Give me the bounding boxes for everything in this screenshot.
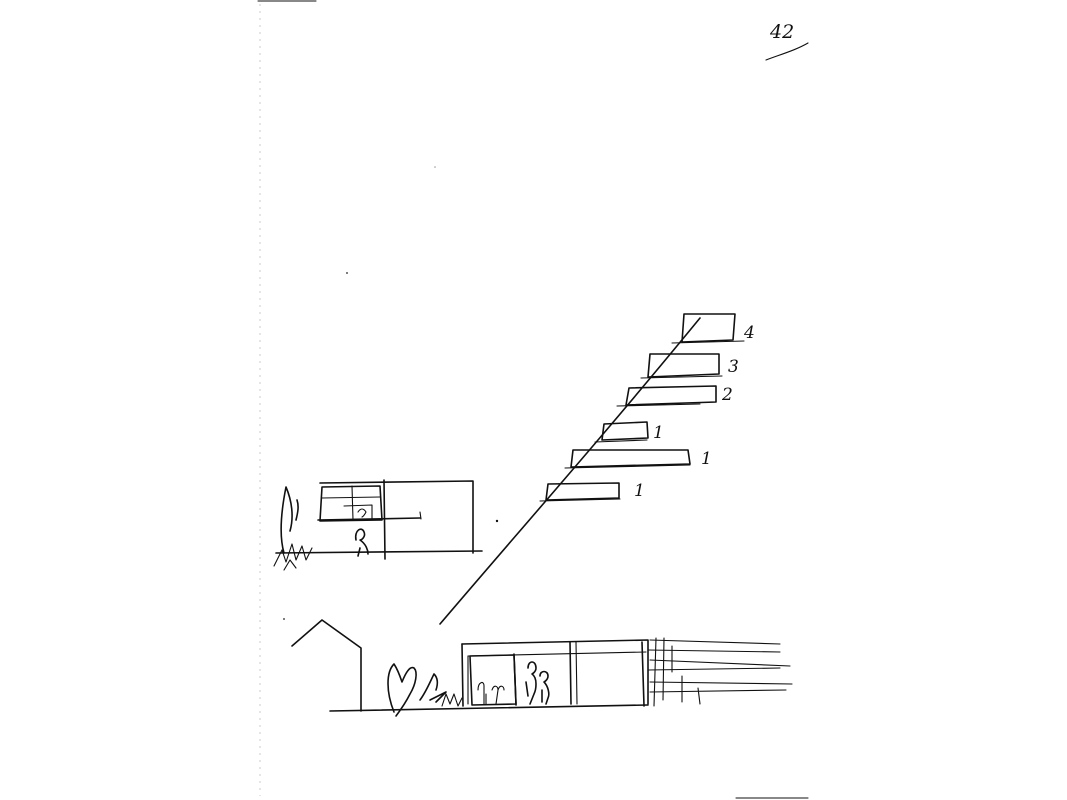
- cantilever-extension: [653, 637, 701, 707]
- ground-line-small: [275, 550, 483, 554]
- floor-plate-1c: 1: [539, 481, 645, 502]
- floor-plate-4: 4: [671, 313, 755, 344]
- floor-plates-diagram: 4 3 2 1 1: [439, 313, 755, 625]
- figures-center: [525, 661, 550, 705]
- figure-person: [354, 528, 369, 557]
- level-label-2: 2: [721, 385, 733, 405]
- level-label-1b: 1: [701, 449, 712, 469]
- floor-plate-3: 3: [640, 353, 739, 379]
- level-label-4: 4: [743, 323, 755, 343]
- grass-large: [441, 693, 463, 707]
- page-edges: [257, 0, 809, 799]
- page-number-group: 42: [765, 21, 809, 61]
- level-label-1a: 1: [653, 423, 664, 443]
- ground-line-large: [329, 704, 649, 712]
- small-elevation: [273, 479, 499, 571]
- tree-shrub-small: [280, 486, 299, 554]
- page-number-underline: [765, 42, 809, 61]
- floor-plate-1b: 1: [564, 449, 712, 469]
- page-number: 42: [769, 21, 794, 43]
- large-elevation: [291, 619, 793, 717]
- house-gable: [291, 619, 362, 712]
- level-label-3: 3: [728, 357, 739, 377]
- floor-plate-2: 2: [616, 385, 733, 407]
- floor-plate-1a: 1: [594, 421, 664, 443]
- slope-line: [439, 317, 701, 625]
- figures-left: [477, 681, 505, 705]
- level-label-1c: 1: [634, 481, 645, 501]
- grass-small: [273, 543, 313, 571]
- tree-shrub-large: [387, 663, 447, 717]
